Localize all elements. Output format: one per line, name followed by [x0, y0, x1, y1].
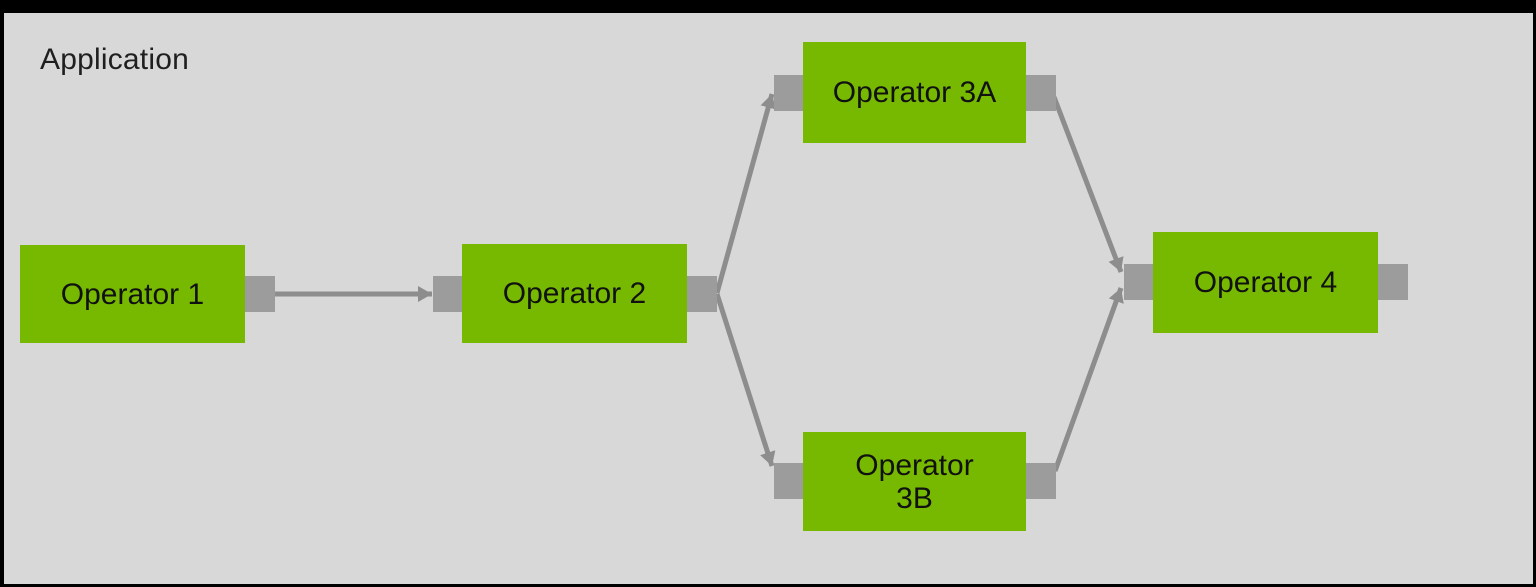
node-operator-2-label: Operator 2 — [502, 277, 647, 310]
edge-operator2-operator3a — [714, 93, 776, 294]
port-operator-2-output — [687, 276, 717, 312]
port-operator-4-output — [1378, 264, 1408, 300]
port-operator-3b-input — [774, 463, 804, 499]
edge-operator3a-operator4 — [1051, 96, 1124, 273]
node-operator-3a: Operator 3A — [803, 42, 1026, 143]
node-operator-4-label: Operator 4 — [1193, 266, 1338, 299]
node-operator-1-label: Operator 1 — [60, 277, 205, 311]
node-operator-3a-label: Operator 3A — [832, 76, 997, 109]
port-operator-1-output — [245, 276, 275, 312]
application-canvas: Application Operator 1 Operator 2 Operat… — [4, 13, 1533, 584]
port-operator-3b-output — [1026, 463, 1056, 499]
node-operator-3b: Operator 3B — [803, 432, 1026, 531]
node-operator-1: Operator 1 — [20, 245, 245, 343]
node-operator-3b-label: Operator 3B — [855, 448, 974, 515]
port-operator-3a-output — [1026, 75, 1056, 111]
application-label: Application — [40, 43, 189, 76]
port-operator-2-input — [433, 276, 463, 312]
port-operator-4-input — [1124, 264, 1154, 300]
node-operator-2: Operator 2 — [462, 244, 687, 343]
connection-arrows — [275, 93, 1124, 472]
node-operator-4: Operator 4 — [1153, 232, 1378, 333]
port-operator-3a-input — [774, 75, 804, 111]
edge-operator2-operator3b — [714, 293, 776, 467]
edge-operator3b-operator4 — [1052, 287, 1124, 472]
